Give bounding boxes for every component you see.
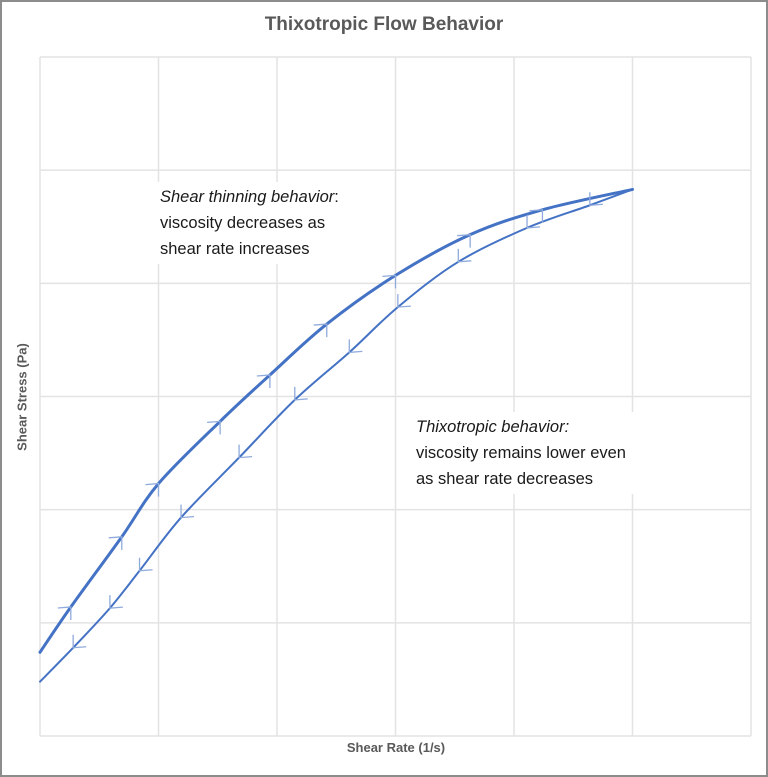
arrow-down-left-icon [138, 557, 153, 572]
arrow-down-left-icon [294, 386, 308, 401]
arrow-up-right-icon [145, 482, 160, 497]
annotation-title: Shear thinning behavior [160, 188, 335, 206]
annotation-line: shear rate increases [160, 240, 310, 258]
chart-title: Thixotropic Flow Behavior [264, 14, 504, 35]
annotation-line: viscosity decreases as [160, 214, 326, 232]
annotation-line: as shear rate decreases [416, 470, 594, 488]
arrow-down-left-icon [589, 192, 603, 206]
arrow-down-left-icon [72, 634, 87, 649]
arrow-down-left-icon [348, 339, 363, 354]
arrow-up-right-icon [256, 374, 271, 388]
arrow-up-right-icon [313, 323, 328, 338]
arrow-down-left-icon [238, 444, 253, 459]
arrow-up-right-icon [529, 209, 544, 223]
arrow-down-left-icon [109, 595, 123, 609]
arrow-up-right-icon [457, 233, 471, 248]
gridlines [39, 56, 752, 737]
arrow-down-left-icon [397, 294, 411, 308]
annotation-line: viscosity remains lower even [416, 444, 626, 462]
y-axis-label: Shear Stress (Pa) [14, 343, 30, 451]
arrow-down-left-icon [180, 504, 195, 519]
annotation-thixotropic: Thixotropic behavior: viscosity remains … [406, 412, 666, 494]
arrow-down-left-icon [457, 248, 472, 263]
annotation-title-suffix: : [334, 188, 339, 206]
x-axis-label: Shear Rate (1/s) [346, 740, 446, 755]
direction-arrows [57, 192, 603, 649]
arrow-up-right-icon [57, 606, 72, 620]
annotation-title: Thixotropic behavior: [416, 418, 570, 436]
arrow-up-right-icon [382, 274, 397, 289]
arrow-up-right-icon [108, 536, 123, 550]
arrow-up-right-icon [207, 420, 221, 435]
annotation-shear-thinning: Shear thinning behavior: viscosity decre… [150, 182, 380, 264]
arrow-down-left-icon [526, 214, 541, 229]
